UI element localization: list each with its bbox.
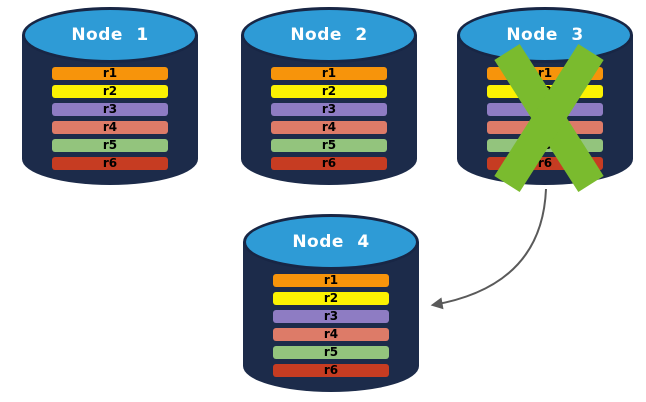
failover-arrow — [430, 188, 547, 310]
node-4-replica-list: r1 r2 r3 r4 r5 r6 — [273, 274, 389, 382]
replica-bar-r4: r4 — [273, 328, 389, 341]
replica-bar-r3: r3 — [271, 103, 387, 116]
node-3-cylinder-top: Node 3 — [457, 7, 633, 63]
node-1-cylinder-top: Node 1 — [22, 7, 198, 63]
replica-bar-r4: r4 — [271, 121, 387, 134]
node-2-replica-list: r1 r2 r3 r4 r5 r6 — [271, 67, 387, 175]
node-2-title: Node 2 — [290, 25, 368, 45]
node-2-cylinder-top: Node 2 — [241, 7, 417, 63]
replica-bar-r2: r2 — [52, 85, 168, 98]
node-1-replica-list: r1 r2 r3 r4 r5 r6 — [52, 67, 168, 175]
node-2: Node 2 r1 r2 r3 r4 r5 r6 — [241, 7, 417, 185]
node-1-title: Node 1 — [71, 25, 149, 45]
replica-bar-r6: r6 — [52, 157, 168, 170]
replica-bar-r5: r5 — [271, 139, 387, 152]
replica-bar-r6: r6 — [271, 157, 387, 170]
replica-bar-r5: r5 — [273, 346, 389, 359]
replica-bar-r4: r4 — [52, 121, 168, 134]
node-4-cylinder-top: Node 4 — [243, 214, 419, 270]
replica-bar-r2: r2 — [271, 85, 387, 98]
replica-bar-r6: r6 — [273, 364, 389, 377]
replica-bar-r1: r1 — [271, 67, 387, 80]
replica-bar-r3: r3 — [273, 310, 389, 323]
node-3-title: Node 3 — [506, 25, 584, 45]
replica-bar-r1: r1 — [273, 274, 389, 287]
replica-bar-r2: r2 — [273, 292, 389, 305]
node-4: Node 4 r1 r2 r3 r4 r5 r6 — [243, 214, 419, 392]
replica-bar-r5: r5 — [52, 139, 168, 152]
replica-bar-r1: r1 — [52, 67, 168, 80]
failure-x-icon — [494, 43, 604, 193]
node-1: Node 1 r1 r2 r3 r4 r5 r6 — [22, 7, 198, 185]
node-4-title: Node 4 — [292, 232, 370, 252]
replica-bar-r3: r3 — [52, 103, 168, 116]
